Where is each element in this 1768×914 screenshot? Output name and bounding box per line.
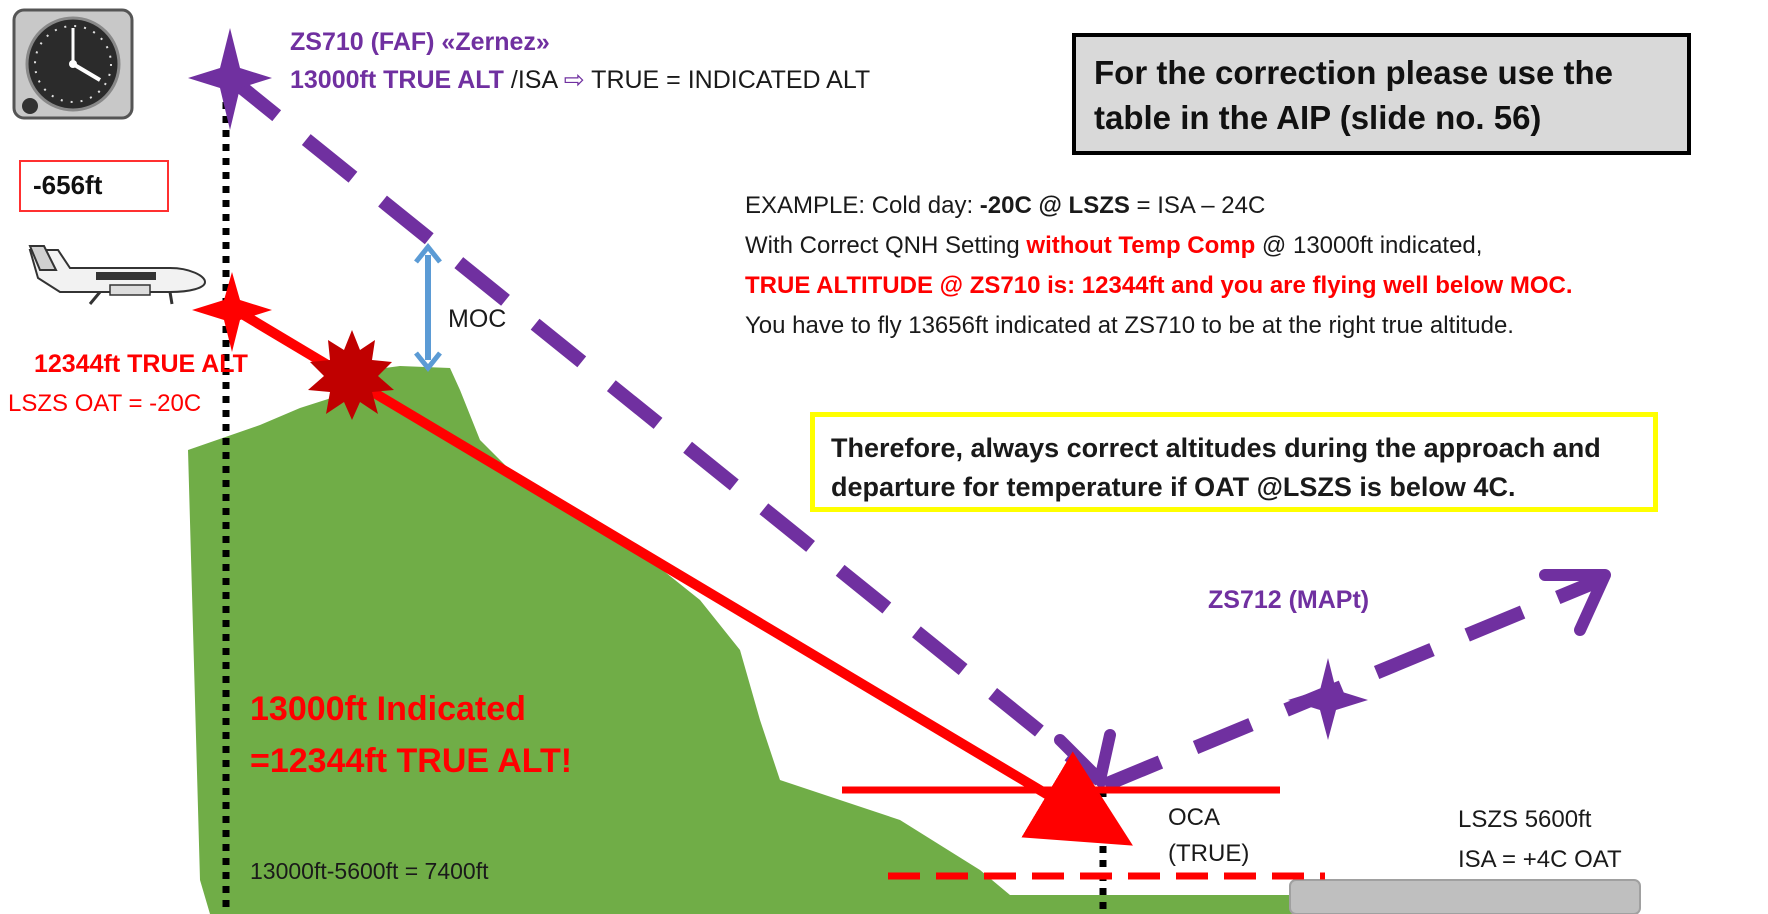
- oat-label: LSZS OAT = -20C: [8, 390, 202, 417]
- waypoint-star-icon: [188, 28, 272, 130]
- faf-isa-prefix: /ISA: [510, 66, 557, 94]
- actual-position-star-icon: [192, 272, 272, 352]
- faf-title: ZS710 (FAF) «Zernez»: [290, 28, 550, 56]
- actual-approach-path: [229, 303, 1133, 846]
- example-line-2-red: without Temp Comp: [1026, 232, 1256, 259]
- explosion-icon: [308, 330, 394, 420]
- moc-label: MOC: [448, 305, 507, 333]
- aircraft-icon: [28, 245, 207, 305]
- oca-label: OCA: [1168, 804, 1221, 831]
- implies-arrow-icon: ⇨: [563, 66, 585, 94]
- faf-altitude-line: 13000ft TRUE ALT /ISA ⇨ TRUE = INDICATED…: [290, 66, 870, 95]
- example-line-2: With Correct QNH Setting without Temp Co…: [745, 232, 1482, 260]
- mapt-star-icon: [1288, 658, 1368, 740]
- example-line-1: EXAMPLE: Cold day: -20C @ LSZS = ISA – 2…: [745, 192, 1265, 220]
- missed-approach-path: [1102, 573, 1603, 792]
- calc-label: 13000ft-5600ft = 7400ft: [250, 858, 489, 884]
- oca-true-label: (TRUE): [1168, 840, 1250, 867]
- airport-isa-label: ISA = +4C OAT: [1458, 846, 1622, 873]
- nominal-approach-path: [225, 72, 1105, 786]
- terrain: [188, 366, 1300, 914]
- indicated-line-1: 13000ft Indicated: [250, 690, 526, 728]
- moc-arrowhead-top: [414, 242, 442, 264]
- example-line-1-suffix: = ISA – 24C: [1129, 192, 1266, 219]
- example-line-4: You have to fly 13656ft indicated at ZS7…: [745, 312, 1514, 339]
- mapt-label: ZS712 (MAPt): [1208, 586, 1370, 614]
- temperature-hint: Therefore, always correct altitudes duri…: [810, 412, 1658, 512]
- missed-approach-arrowhead: [1539, 569, 1611, 636]
- faf-isa-suffix: TRUE = INDICATED ALT: [591, 66, 871, 94]
- runway: [1289, 879, 1641, 914]
- altitude-difference-box: -656ft: [19, 160, 169, 212]
- faf-true-alt: 13000ft TRUE ALT: [290, 66, 504, 94]
- example-line-1-prefix: EXAMPLE: Cold day:: [745, 192, 980, 219]
- example-line-1-bold: -20C @ LSZS: [979, 192, 1130, 219]
- indicated-line-2: =12344ft TRUE ALT!: [250, 742, 573, 780]
- airport-elevation-label: LSZS 5600ft: [1458, 806, 1592, 833]
- altimeter-icon: [12, 8, 134, 120]
- example-line-3: TRUE ALTITUDE @ ZS710 is: 12344ft and yo…: [745, 272, 1573, 299]
- example-line-2-suffix: @ 13000ft indicated,: [1255, 232, 1483, 259]
- example-line-2-prefix: With Correct QNH Setting: [745, 232, 1027, 259]
- correction-note: For the correction please use the table …: [1072, 33, 1691, 155]
- true-alt-label: 12344ft TRUE ALT: [34, 350, 248, 378]
- moc-arrowhead-bottom: [414, 351, 442, 373]
